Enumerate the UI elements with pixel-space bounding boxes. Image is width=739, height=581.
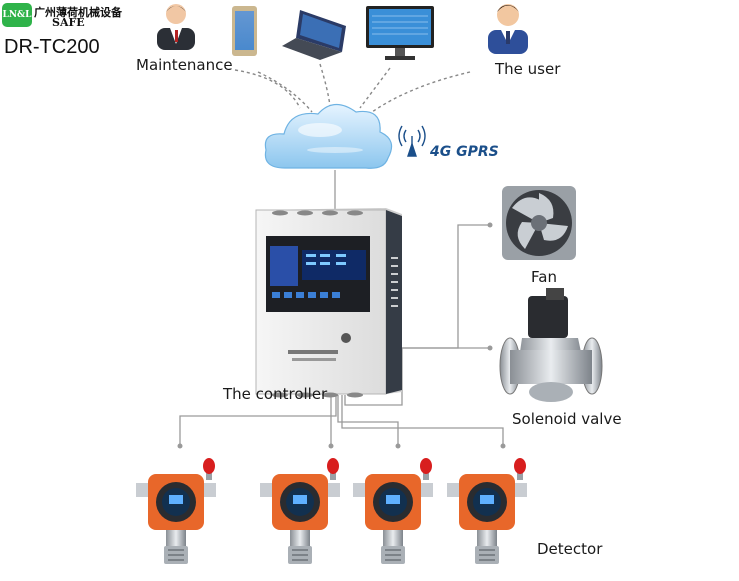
wireless-links (234, 63, 471, 113)
maintenance-person-icon (157, 4, 195, 50)
gas-detector-icon (136, 458, 216, 564)
logo-company-name: 广州薄荷机械设备 (34, 6, 122, 19)
fan-icon (502, 186, 576, 260)
solenoid-valve-label: Solenoid valve (512, 410, 622, 428)
fan-label: Fan (531, 268, 557, 286)
network-label: 4G GPRS (430, 144, 499, 160)
wiring-lines (179, 170, 504, 446)
solenoid-valve-icon (499, 288, 603, 402)
logo-badge: LN&L (2, 3, 32, 27)
cloud-icon (264, 103, 393, 169)
smartphone-icon (232, 6, 257, 56)
controller-label: The controller (223, 385, 328, 403)
detector-group (136, 458, 527, 564)
laptop-icon (282, 10, 346, 60)
maintenance-label: Maintenance (136, 56, 233, 74)
user-person-icon (488, 4, 528, 54)
detector-label: Detector (537, 540, 603, 558)
antenna-icon (398, 125, 426, 157)
model-number: DR-TC200 (4, 36, 100, 58)
logo-brand: SAFE (52, 16, 85, 29)
controller-cabinet (255, 208, 402, 398)
gas-detector-icon (447, 458, 527, 564)
monitor-icon (366, 6, 434, 60)
gas-detector-icon (353, 458, 433, 564)
gas-detector-icon (260, 458, 340, 564)
user-label: The user (495, 60, 561, 78)
